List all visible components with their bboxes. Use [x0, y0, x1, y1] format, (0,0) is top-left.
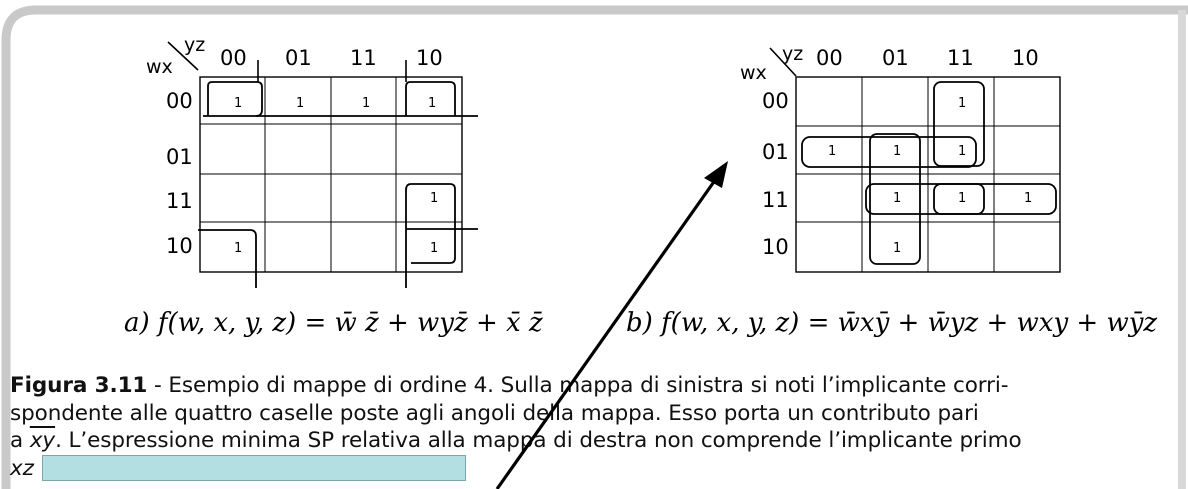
right-cell: 1 — [958, 96, 966, 111]
right-formula: b) f(w, x, y, z) = w̄xȳ + w̄yz + wxy + w… — [626, 308, 1157, 338]
right-cell: 1 — [893, 144, 901, 159]
left-formula-lhs: f(w, x, y, z) = — [157, 308, 327, 338]
right-cell: 1 — [958, 191, 966, 206]
caption-line-1: Figura 3.11 - Esempio di mappe di ordine… — [10, 372, 1182, 400]
figure-caption: Figura 3.11 - Esempio di mappe di ordine… — [10, 372, 1182, 482]
right-row-header: 10 — [762, 235, 789, 259]
left-cell: 1 — [430, 241, 438, 256]
left-row-header: 11 — [166, 189, 193, 213]
right-formula-term: w̄xȳ — [837, 308, 890, 338]
caption-overline-term: xy — [29, 428, 56, 453]
right-corner-col-var: yz — [782, 43, 803, 65]
right-col-header: 00 — [816, 46, 843, 70]
caption-line-4: xz — [10, 454, 1182, 483]
left-col-header: 00 — [220, 46, 247, 70]
right-karnaugh-map: yz wx 00 01 11 10 00 01 11 10 1 1 1 1 1 … — [740, 43, 1061, 273]
right-cell: 1 — [1024, 191, 1032, 206]
right-cell: 1 — [893, 191, 901, 206]
right-col-header: 10 — [1012, 46, 1039, 70]
left-formula-term: + x̄ z̄ — [475, 308, 543, 338]
left-formula-label: a) — [124, 308, 150, 338]
caption-text-3b: . L’espressione minima SP relativa alla … — [55, 428, 1022, 453]
right-cell: 1 — [958, 144, 966, 159]
left-row-header: 01 — [166, 145, 193, 169]
right-formula-term: + wxy — [986, 308, 1069, 338]
right-row-header: 01 — [762, 140, 789, 164]
caption-line-3: a xy. L’espressione minima SP relativa a… — [10, 427, 1182, 455]
left-formula: a) f(w, x, y, z) = w̄ z̄ + wyz̄ + x̄ z̄ — [124, 308, 543, 338]
right-col-header: 01 — [882, 46, 909, 70]
left-col-header: 10 — [416, 46, 443, 70]
right-cell: 1 — [893, 241, 901, 256]
left-cell: 1 — [234, 96, 242, 111]
right-cell: 1 — [828, 144, 836, 159]
caption-text-3a: a — [10, 428, 30, 453]
right-formula-label: b) — [626, 308, 653, 338]
caption-line-2: spondente alle quattro caselle poste agl… — [10, 400, 979, 426]
left-karnaugh-map: yz wx 00 01 11 10 00 01 11 10 1 1 1 1 1 … — [146, 34, 478, 288]
left-cell: 1 — [234, 241, 242, 256]
left-formula-term: w̄ z̄ — [334, 308, 379, 338]
left-corner-col-var: yz — [184, 34, 205, 56]
figure-label: Figura 3.11 — [10, 373, 148, 398]
left-row-header: 00 — [166, 89, 193, 113]
left-row-header: 10 — [166, 234, 193, 258]
left-cell: 1 — [428, 96, 436, 111]
caption-text-1: - Esempio di mappe di ordine 4. Sulla ma… — [147, 373, 1009, 398]
right-col-header: 11 — [947, 46, 974, 70]
caption-term-xz: xz — [10, 455, 34, 481]
left-corner-row-var: wx — [146, 56, 173, 78]
left-cell: 1 — [362, 96, 370, 111]
answer-highlight-box[interactable] — [41, 454, 466, 481]
right-formula-term: + w̄yz — [897, 308, 979, 338]
left-col-header: 01 — [285, 46, 312, 70]
right-formula-lhs: f(w, x, y, z) = — [661, 308, 830, 338]
left-cell: 1 — [430, 191, 438, 206]
left-col-header: 11 — [350, 46, 377, 70]
right-corner-row-var: wx — [740, 62, 767, 84]
left-formula-term: + wyz̄ — [387, 308, 468, 338]
left-cell: 1 — [296, 96, 304, 111]
right-formula-term: + wȳz — [1076, 308, 1158, 338]
right-row-header: 00 — [762, 89, 789, 113]
right-row-header: 11 — [762, 188, 789, 212]
